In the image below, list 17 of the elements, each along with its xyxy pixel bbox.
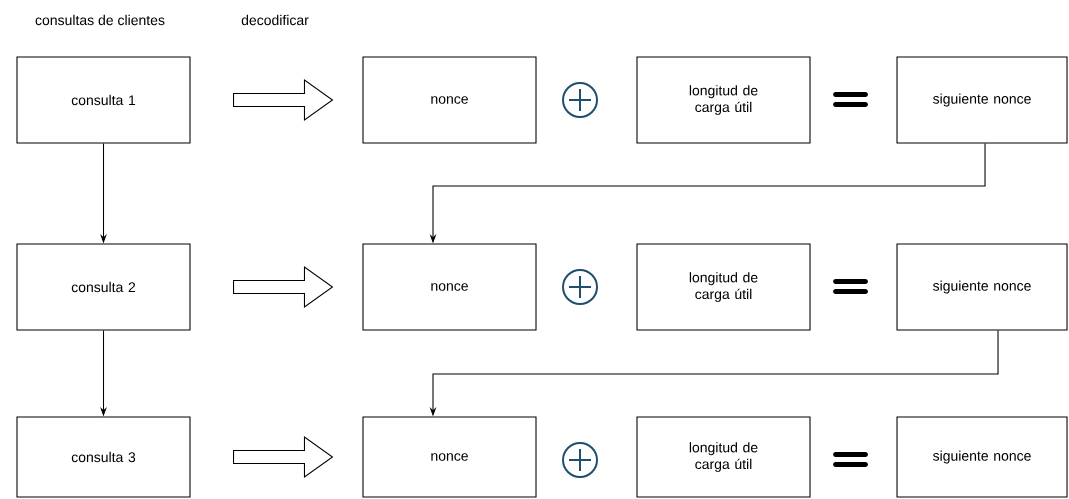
block-arrow: [233, 265, 334, 309]
process-box: nonce: [362, 416, 537, 498]
process-box: longitud de carga útil: [636, 56, 811, 144]
process-box: longitud de carga útil: [636, 416, 811, 498]
process-box: consulta 1: [16, 56, 191, 144]
process-box: longitud de carga útil: [636, 243, 811, 331]
block-arrow: [233, 78, 334, 122]
process-box: nonce: [362, 56, 537, 144]
process-box: siguiente nonce: [896, 56, 1068, 144]
column-heading: decodificar: [241, 14, 309, 26]
process-box: siguiente nonce: [896, 243, 1068, 331]
block-arrow: [233, 435, 334, 479]
process-box: siguiente nonce: [896, 416, 1068, 498]
process-box: consulta 3: [16, 416, 191, 498]
process-box: consulta 2: [16, 243, 191, 331]
process-box: nonce: [362, 243, 537, 331]
column-heading: consultas de clientes: [35, 14, 165, 26]
